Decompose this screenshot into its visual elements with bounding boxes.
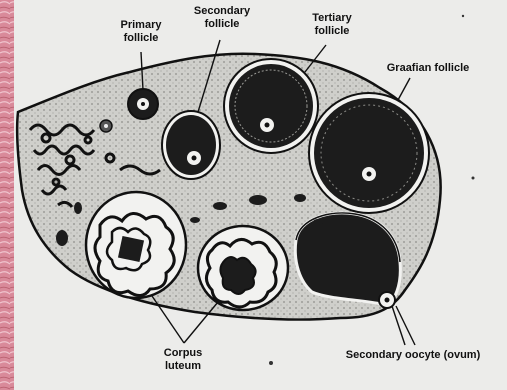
- label-primary-line1: Primary: [121, 19, 162, 31]
- label-secondary-line1: Secondary: [194, 5, 250, 17]
- secondary-follicle-shape: [162, 111, 220, 179]
- ruptured-follicle-shape: [295, 213, 400, 305]
- label-tertiary-line1: Tertiary: [312, 12, 352, 24]
- label-primary-follicle: Primary follicle: [113, 19, 169, 45]
- tertiary-follicle-shape: [224, 59, 318, 153]
- label-secondary-line2: follicle: [205, 18, 240, 30]
- label-corpus-line2: luteum: [165, 360, 201, 372]
- secondary-oocyte-shape: [379, 292, 395, 308]
- leader-graafian: [398, 78, 410, 100]
- label-oocyte-text: Secondary oocyte (ovum): [346, 349, 480, 361]
- corpus-luteum-right-shape: [198, 226, 288, 310]
- label-primary-line2: follicle: [124, 32, 159, 44]
- label-secondary-follicle: Secondary follicle: [186, 5, 258, 31]
- primary-follicle-shape: [128, 89, 158, 119]
- label-graafian-text: Graafian follicle: [387, 62, 470, 74]
- label-tertiary-follicle: Tertiary follicle: [301, 12, 363, 38]
- label-graafian-follicle: Graafian follicle: [374, 62, 482, 75]
- label-tertiary-line2: follicle: [315, 25, 350, 37]
- label-corpus-luteum: Corpus luteum: [152, 347, 214, 373]
- label-secondary-oocyte: Secondary oocyte (ovum): [322, 349, 504, 362]
- label-corpus-line1: Corpus: [164, 347, 203, 359]
- tissue-edge-strip: [0, 0, 14, 390]
- graafian-follicle-shape: [309, 93, 429, 213]
- corpus-luteum-left-shape: [86, 192, 186, 298]
